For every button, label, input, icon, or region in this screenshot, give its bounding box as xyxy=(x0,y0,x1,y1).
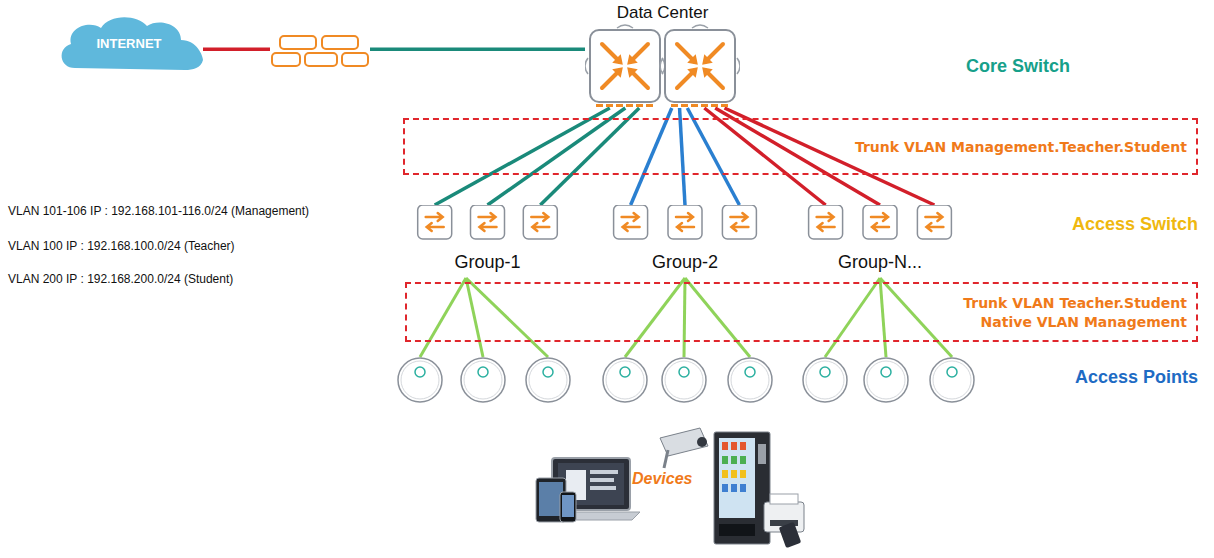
uplink-connector xyxy=(704,108,934,205)
devices-illustration xyxy=(536,428,804,548)
connector-line xyxy=(680,108,685,205)
ap-wire xyxy=(420,278,952,357)
access-point xyxy=(398,358,442,402)
vlan-trunk-note: Trunk VLAN Management.Teacher.Student xyxy=(852,139,1190,155)
access-switch-group: Group-2 xyxy=(600,205,770,277)
vlan-note: VLAN 100 IP : 192.168.100.0/24 (Teacher) xyxy=(8,239,235,253)
devices-label: Devices xyxy=(632,470,693,488)
group-name: Group-2 xyxy=(652,252,718,273)
group-name: Group-N... xyxy=(838,252,922,273)
core-switch-group: Data Center xyxy=(585,3,740,108)
access-point xyxy=(864,358,908,402)
connector-line xyxy=(540,108,639,205)
vlan-note: VLAN 200 IP : 192.168.200.0/24 (Student) xyxy=(8,272,233,286)
access-point xyxy=(728,358,772,402)
node-title: INTERNET xyxy=(97,36,162,51)
access-point xyxy=(930,358,974,402)
access-point xyxy=(526,358,570,402)
access-point xyxy=(803,358,847,402)
vlan-note: VLAN 101-106 IP : 192.168.101-116.0/24 (… xyxy=(8,204,309,218)
vlan-trunk-note: Trunk VLAN Teacher.Student xyxy=(960,295,1190,311)
uplink-connector xyxy=(203,49,585,50)
connector-line xyxy=(435,108,610,205)
access-switch-group: Group-N... xyxy=(795,205,965,277)
access-point xyxy=(603,358,647,402)
connector-line xyxy=(725,108,935,205)
connector-line xyxy=(631,108,672,205)
layer-label: Core Switch xyxy=(966,56,1070,77)
access-point xyxy=(461,358,505,402)
uplink-connector xyxy=(435,108,640,205)
layer-label: Access Switch xyxy=(1072,214,1198,235)
connector-line xyxy=(687,108,739,205)
firewall-icon xyxy=(272,36,368,66)
layer-label: Access Points xyxy=(1075,367,1198,388)
connector-line xyxy=(370,47,585,51)
group-name: Group-1 xyxy=(454,252,520,273)
access-switch-group: Group-1 xyxy=(405,205,570,277)
internet-cloud: INTERNET xyxy=(55,12,203,74)
connector-line xyxy=(715,108,880,205)
connector-line xyxy=(203,47,270,51)
trunk-vlan-box: Trunk VLAN Teacher.StudentNative VLAN Ma… xyxy=(405,282,1198,342)
trunk-vlan-box: Trunk VLAN Management.Teacher.Student xyxy=(403,118,1198,175)
vlan-trunk-note: Native VLAN Management xyxy=(978,314,1190,330)
connector-line xyxy=(704,108,825,205)
access-point xyxy=(662,358,706,402)
access-point-icons xyxy=(398,358,974,402)
node-title: Data Center xyxy=(617,3,709,23)
